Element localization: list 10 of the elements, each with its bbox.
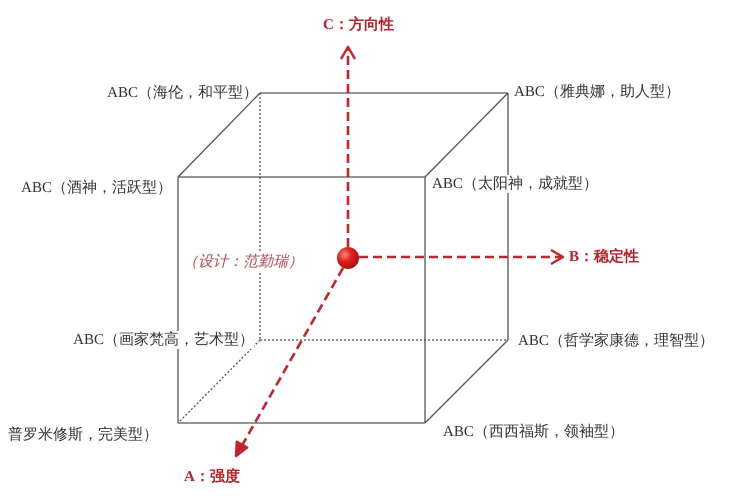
corner-label: 普罗米修斯，完美型）: [8, 426, 158, 444]
axis-label: B：稳定性: [569, 248, 640, 266]
axis-label: C：方向性: [323, 16, 394, 34]
corner-label: ABC（雅典娜，助人型）: [514, 83, 680, 101]
corner-label: ABC（酒神，活跃型）: [21, 179, 172, 197]
corner-label: ABC（西西福斯，领袖型）: [443, 423, 624, 441]
corner-label: ABC（哲学家康德，理智型）: [518, 332, 714, 350]
corner-label: ABC（海伦，和平型）: [107, 84, 258, 102]
axis-label: A：强度: [184, 468, 240, 486]
corner-label: ABC（画家梵高，艺术型）: [73, 331, 254, 349]
